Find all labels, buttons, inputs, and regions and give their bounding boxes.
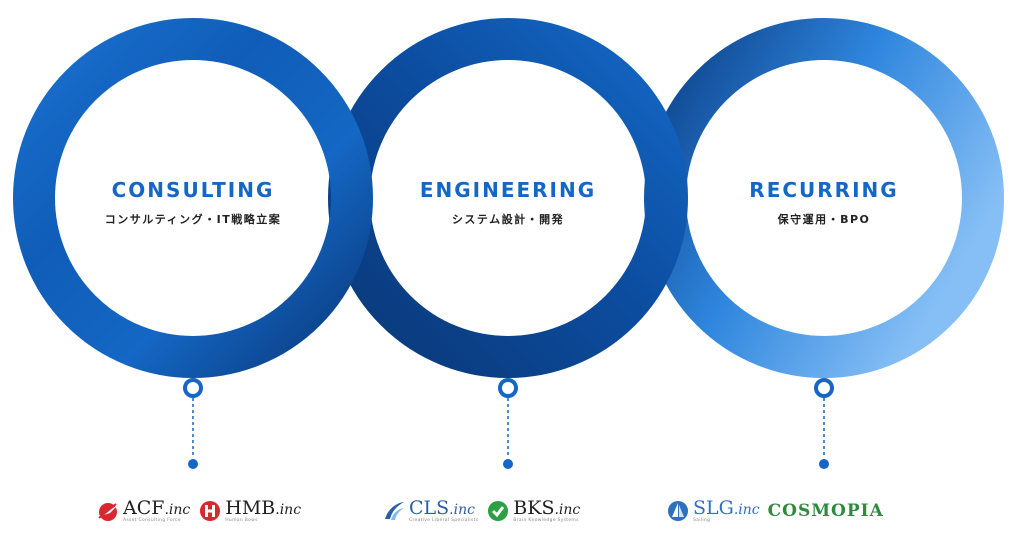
ring-label-consulting: CONSULTING コンサルティング・IT戦略立案 [63,178,323,227]
slg-name: SLG [693,496,734,519]
cls-mark-icon [385,502,404,520]
slg-mark-icon [668,501,688,521]
connector-engineering [498,378,518,469]
logo-cosmopia: COSMOPIA [768,501,884,521]
ring-label-engineering: ENGINEERING システム設計・開発 [378,178,638,227]
hmb-mark-icon [200,501,221,521]
logo-group-consulting: ACF.inc Asset Consulting Force HMB.inc H… [96,496,301,526]
logo-bks: BKS.inc Brain Knowledge Systems [486,496,581,524]
hmb-suffix: .inc [275,501,302,518]
ring-consulting [13,18,373,378]
logo-hmb: HMB.inc Human Bows [198,496,302,524]
acf-mark-icon [98,503,118,521]
ring-label-recurring: RECURRING 保守運用・BPO [694,178,954,227]
acf-tagline: Asset Consulting Force [123,517,181,523]
connector-recurring [814,378,834,469]
bks-tagline: Brain Knowledge Systems [513,517,579,523]
cls-suffix: .inc [449,501,475,518]
connector-consulting [183,378,203,469]
logo-cls: CLS.inc Creative Liberal Specialists [382,496,479,524]
logo-acf: ACF.inc Asset Consulting Force [96,496,191,524]
cosmopia-name: COSMOPIA [767,501,884,521]
ring-subtitle: 保守運用・BPO [777,213,871,226]
bks-suffix: .inc [554,501,581,518]
cls-tagline: Creative Liberal Specialists [409,517,479,523]
ring-subtitle: システム設計・開発 [451,213,565,226]
logo-slg: SLG.inc Sailing [666,496,760,524]
slg-tagline: Sailing [693,517,711,523]
ring-subtitle: コンサルティング・IT戦略立案 [104,213,282,226]
bks-name: BKS [513,496,555,519]
bks-mark-icon [488,501,509,521]
acf-suffix: .inc [164,501,191,518]
ring-title: ENGINEERING [419,178,597,202]
ring-title: CONSULTING [111,178,275,202]
cls-name: CLS [409,496,450,519]
slg-suffix: .inc [733,501,760,518]
acf-name: ACF [123,496,165,519]
ring-title: RECURRING [749,178,899,202]
hmb-tagline: Human Bows [225,517,258,523]
logo-group-recurring: SLG.inc Sailing COSMOPIA [666,496,884,526]
logo-group-engineering: CLS.inc Creative Liberal Specialists BKS… [382,496,580,526]
hmb-name: HMB [225,496,276,519]
